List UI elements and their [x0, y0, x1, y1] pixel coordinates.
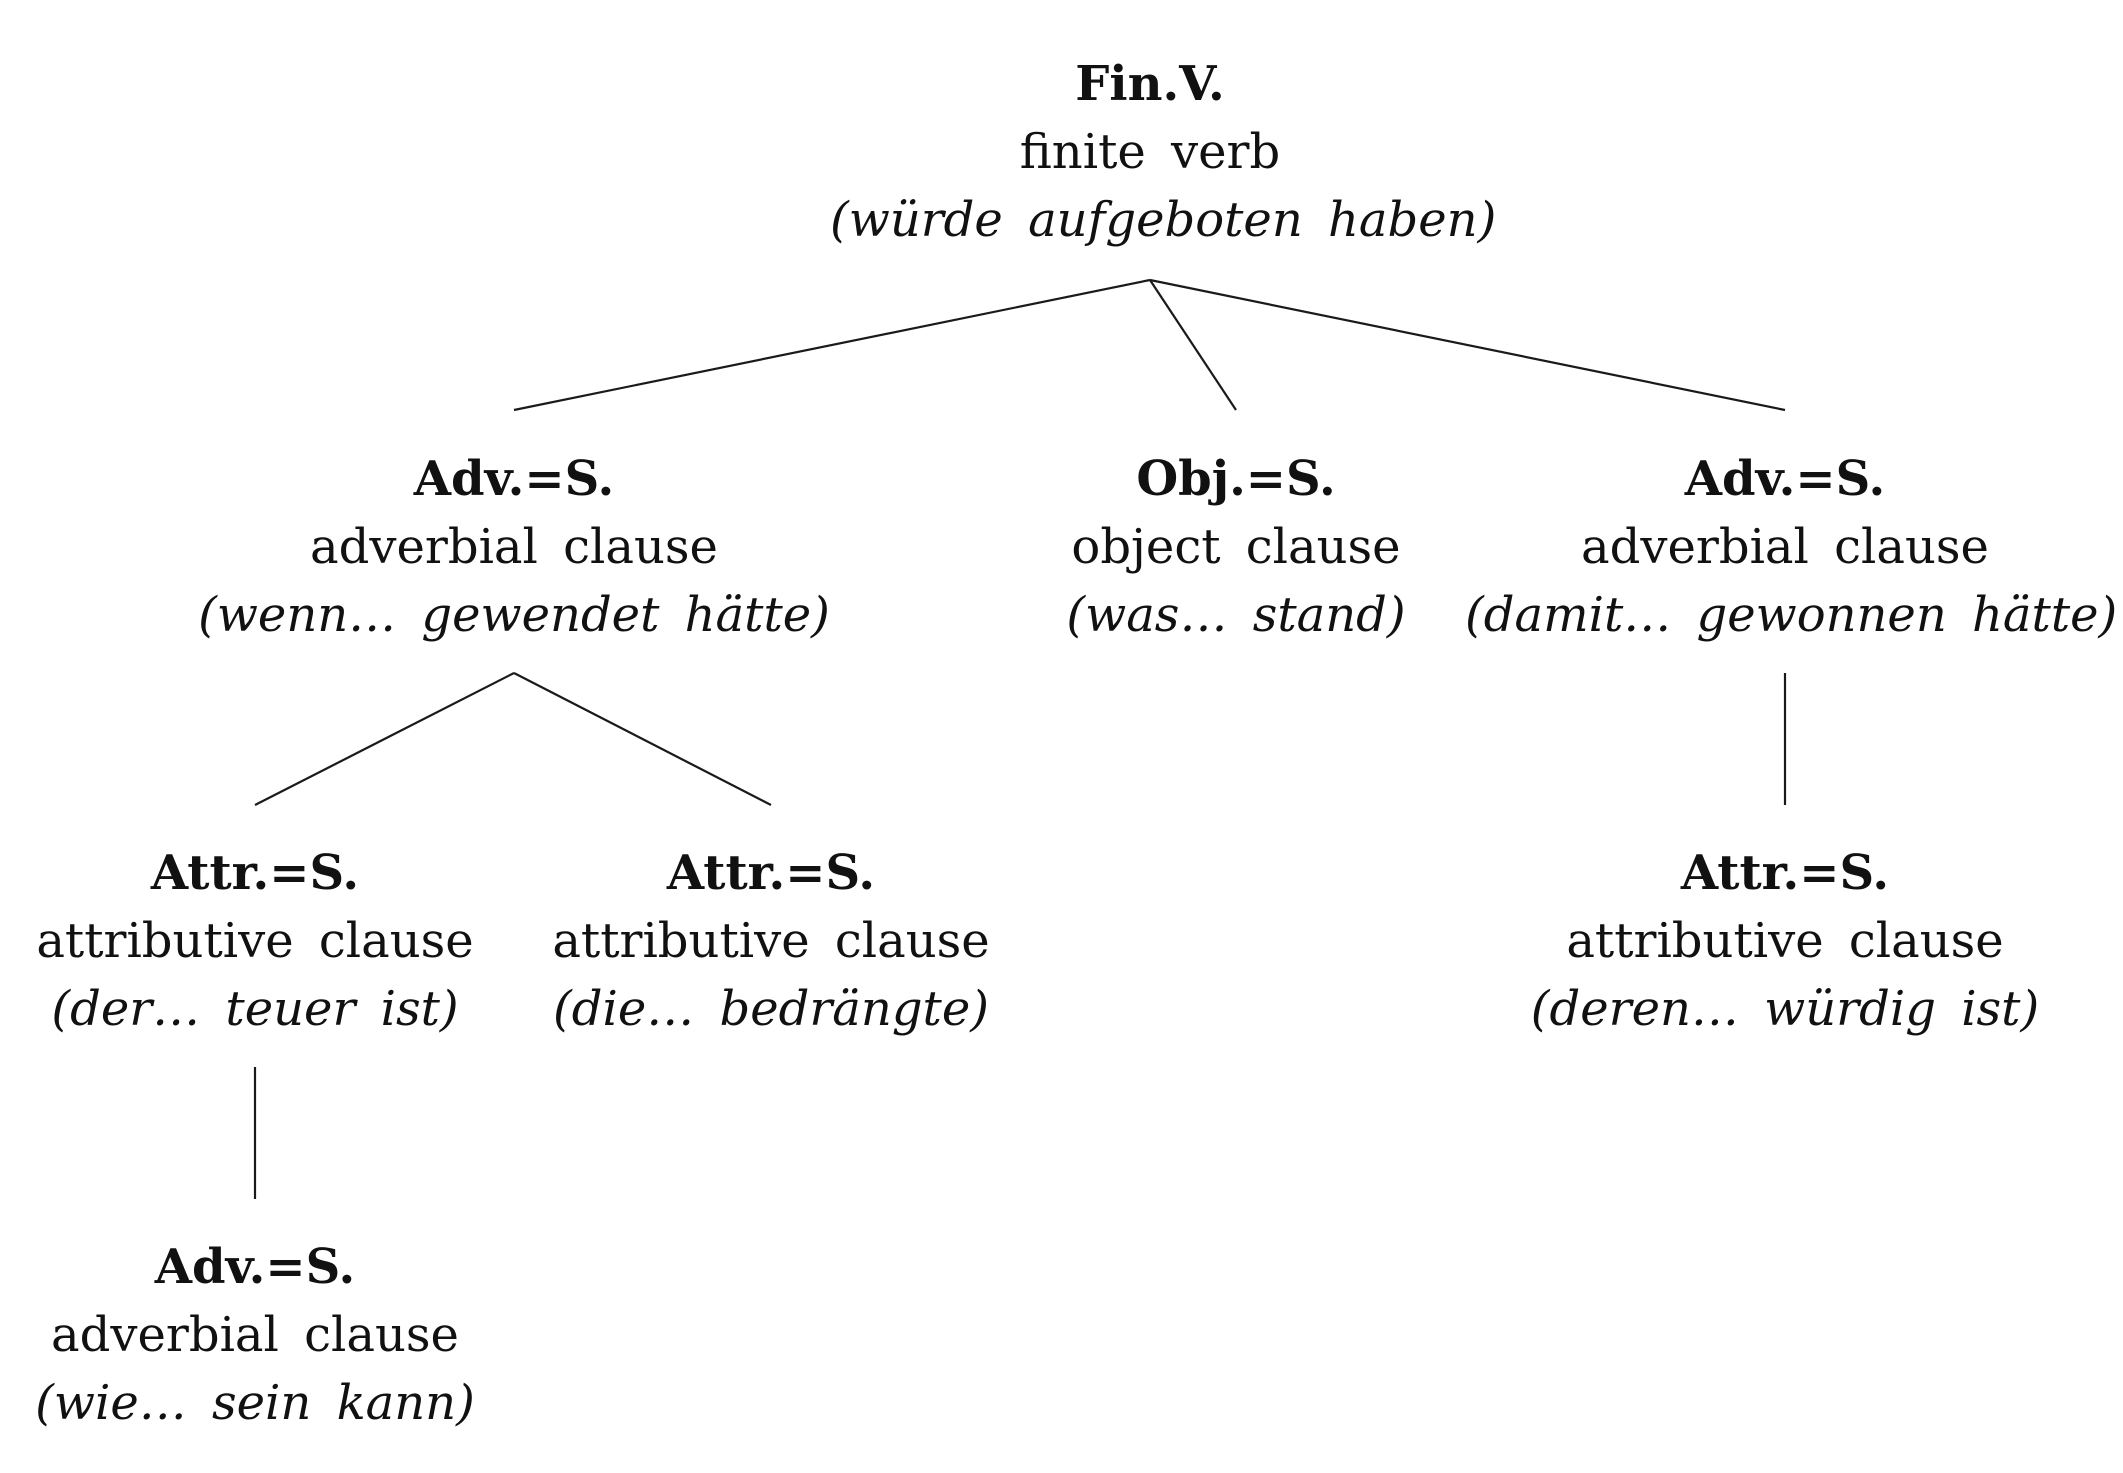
node-gloss: adverbial clause [51, 1307, 459, 1363]
node-example: (damit… gewonnen hätte) [1465, 587, 2118, 643]
node-attributive-clause-left: Attr.=S. attributive clause (der… teuer … [0, 839, 575, 1043]
edge-adv1-attr2 [513, 672, 772, 806]
node-adverbial-clause-right: Adv.=S. adverbial clause (damit… gewonne… [1465, 445, 2118, 649]
node-gloss: object clause [1071, 519, 1401, 575]
node-abbreviation: Adv.=S. [413, 451, 615, 507]
node-example: (wie… sein kann) [35, 1375, 475, 1431]
node-adverbial-clause-left: Adv.=S. adverbial clause (wenn… gewendet… [194, 445, 834, 649]
node-abbreviation: Attr.=S. [150, 845, 360, 901]
node-example: (die… bedrängte) [553, 981, 989, 1037]
node-example: (würde aufgeboten haben) [830, 192, 1497, 248]
node-gloss: attributive clause [36, 913, 474, 969]
node-example: (wenn… gewendet hätte) [198, 587, 830, 643]
node-gloss: finite verb [1019, 124, 1281, 180]
node-gloss: attributive clause [552, 913, 990, 969]
node-abbreviation: Attr.=S. [666, 845, 876, 901]
node-abbreviation: Attr.=S. [1680, 845, 1890, 901]
node-gloss: adverbial clause [1581, 519, 1989, 575]
node-finite-verb: Fin.V. finite verb (würde aufgeboten hab… [830, 50, 1497, 254]
edge-root-obj [1149, 279, 1237, 411]
node-example: (was… stand) [1066, 587, 1406, 643]
tree-edges [253, 278, 1787, 1199]
node-example: (der… teuer ist) [51, 981, 459, 1037]
edge-root-adv1 [513, 278, 1151, 412]
node-gloss: adverbial clause [310, 519, 718, 575]
node-example: (deren… würdig ist) [1530, 981, 2040, 1037]
node-abbreviation: Adv.=S. [154, 1239, 356, 1295]
node-gloss: attributive clause [1566, 913, 2004, 969]
node-abbreviation: Adv.=S. [1684, 451, 1886, 507]
edge-adv1-attr1 [254, 672, 515, 806]
node-adverbial-clause-bottom: Adv.=S. adverbial clause (wie… sein kann… [0, 1233, 575, 1437]
node-attributive-clause-right: Attr.=S. attributive clause (deren… würd… [1465, 839, 2105, 1043]
edge-root-adv2 [1149, 278, 1786, 412]
node-attributive-clause-middle: Attr.=S. attributive clause (die… bedrän… [451, 839, 1091, 1043]
node-abbreviation: Fin.V. [1075, 56, 1225, 112]
node-object-clause: Obj.=S. object clause (was… stand) [916, 445, 1556, 649]
node-abbreviation: Obj.=S. [1136, 451, 1336, 507]
